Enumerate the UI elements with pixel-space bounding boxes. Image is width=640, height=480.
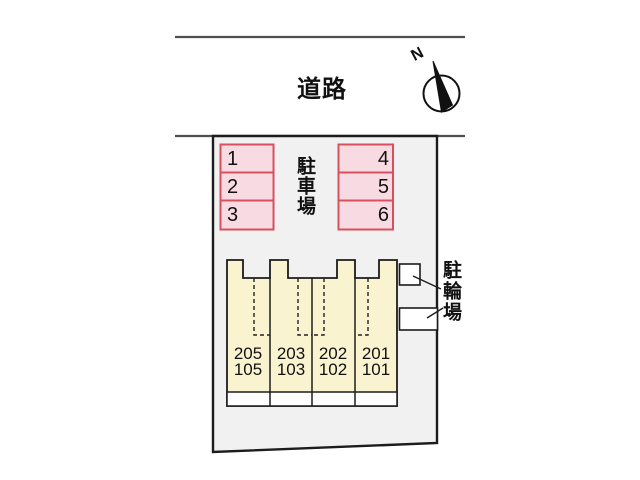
bicycle-parking-box-lower xyxy=(398,307,439,331)
unit-lower-number: 103 xyxy=(276,359,306,379)
parking-space-2-number: 2 xyxy=(227,176,239,198)
parking-space-6 xyxy=(337,199,394,231)
unit3-dashed-line xyxy=(312,278,325,336)
unit-upper-number: 205 xyxy=(233,344,263,363)
parking-space-3-number: 3 xyxy=(227,204,239,226)
parking-space-6-number: 6 xyxy=(377,204,389,226)
parking-lot-label: 駐車場 xyxy=(294,156,315,216)
unit-label-203-103: 203 103 xyxy=(269,344,313,379)
parking-space-4 xyxy=(337,143,394,174)
unit4-dashed-line xyxy=(355,278,369,336)
parking-space-5-number: 5 xyxy=(377,176,389,198)
bicycle-parking-label: 駐輪場 xyxy=(440,260,461,323)
unit-upper-number: 202 xyxy=(318,344,348,363)
parking-space-5 xyxy=(337,171,394,202)
bicycle-leader-line-lower xyxy=(426,307,444,319)
parking-space-3 xyxy=(219,199,275,231)
parking-space-4-number: 4 xyxy=(377,148,389,170)
unit-upper-number: 201 xyxy=(361,344,391,363)
unit2-dashed-line xyxy=(297,278,312,336)
unit-lower-number: 105 xyxy=(233,359,263,379)
parking-spaces xyxy=(219,143,394,231)
unit-upper-number: 203 xyxy=(276,344,306,363)
unit-label-202-102: 202 102 xyxy=(311,344,355,379)
bicycle-parking-box-upper xyxy=(398,263,421,286)
compass-needle-icon xyxy=(432,60,454,113)
road-label: 道路 xyxy=(297,76,347,103)
bicycle-leader-line-upper xyxy=(412,275,442,290)
unit-dividers xyxy=(269,278,356,406)
unit-label-201-101: 201 101 xyxy=(354,344,398,379)
parking-space-1-number: 1 xyxy=(227,148,239,170)
unit-lower-number: 101 xyxy=(361,359,391,379)
entrance-dashed-lines xyxy=(253,278,369,336)
unit-lower-number: 102 xyxy=(318,359,348,379)
unit1-dashed-line xyxy=(253,278,270,336)
unit-label-205-105: 205 105 xyxy=(226,344,270,379)
